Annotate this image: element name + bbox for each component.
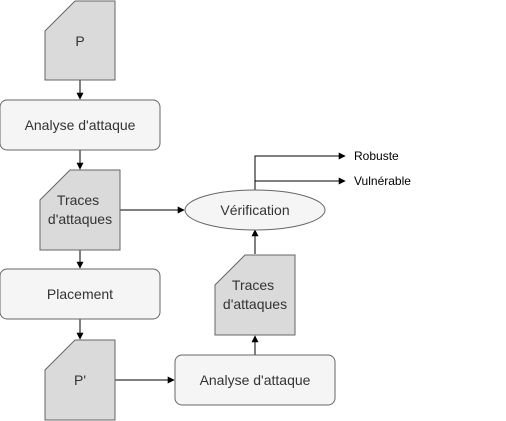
process-attack-analysis-bottom-label: Analyse d'attaque <box>200 372 311 388</box>
process-placement-label: Placement <box>47 286 113 302</box>
document-traces-left-line-2: d'attaques <box>48 211 112 227</box>
document-p-label: P <box>75 33 84 49</box>
process-attack-analysis-bottom: Analyse d'attaque <box>174 354 336 406</box>
process-attack-analysis-top-label: Analyse d'attaque <box>25 117 136 133</box>
edge-verification-to-vulnerable <box>254 177 346 190</box>
document-traces-right-line-2: d'attaques <box>223 296 287 312</box>
decision-verification: Vérification <box>184 189 326 231</box>
process-placement: Placement <box>0 268 161 320</box>
document-p-prime: P' <box>44 339 116 421</box>
edges <box>76 80 346 384</box>
document-traces-left-line-1: Traces <box>57 192 99 208</box>
edge-verification-to-robust <box>254 152 346 190</box>
document-traces-left: Traces d'attaques <box>39 169 121 251</box>
document-p: P <box>44 0 116 81</box>
document-traces-left-label: Traces d'attaques <box>48 192 112 227</box>
output-vulnerable-label: Vulnérable <box>354 174 411 188</box>
document-p-prime-label: P' <box>74 372 86 388</box>
decision-verification-label: Vérification <box>220 202 289 218</box>
document-traces-right-label: Traces d'attaques <box>223 277 287 312</box>
document-traces-right-line-1: Traces <box>232 277 274 293</box>
document-traces-right: Traces d'attaques <box>214 254 296 336</box>
output-robust-label: Robuste <box>354 149 399 163</box>
process-attack-analysis-top: Analyse d'attaque <box>0 99 161 151</box>
